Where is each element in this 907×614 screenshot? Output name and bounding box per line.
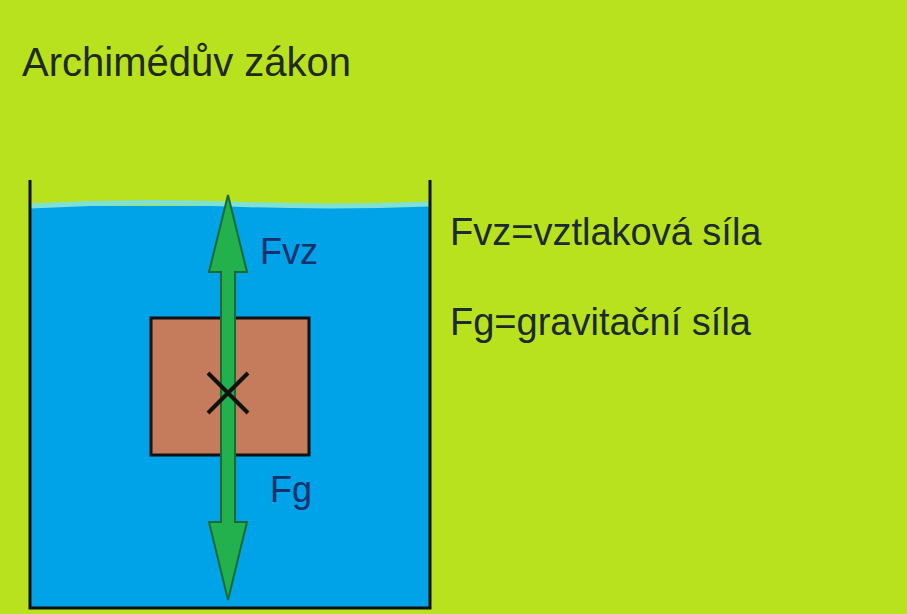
beaker-wall [30,180,430,608]
diagram-title: Archimédův zákon [22,40,351,84]
force-arrow [209,195,247,600]
force-label: Fg [270,470,312,510]
legend-note: Fvz=vztlaková síla [450,212,762,254]
legend-note: Fg=gravitační síla [450,302,751,344]
force-label: Fvz [260,232,318,272]
center-mark [208,373,248,413]
